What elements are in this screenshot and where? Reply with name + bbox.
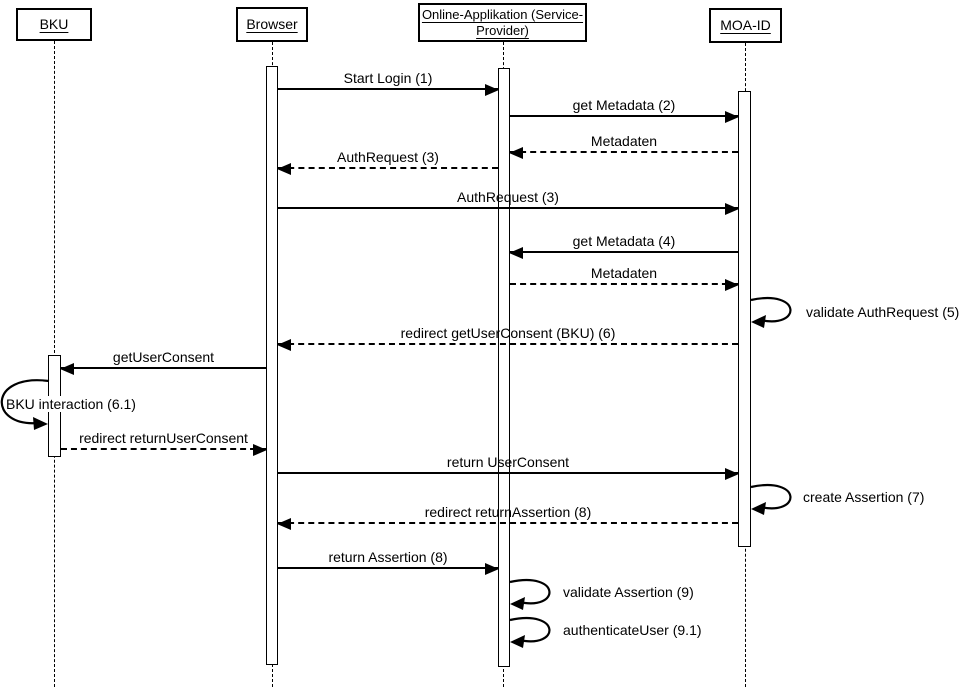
arrowhead-left-icon	[277, 518, 291, 530]
msg-authrequest-return-line	[278, 167, 498, 169]
msg-redirect-getuserconsent-line	[278, 343, 738, 345]
msg-authrequest-forward-label: AuthRequest (3)	[457, 189, 559, 205]
arrowhead-left-icon	[277, 339, 291, 351]
arrowhead-right-icon	[253, 444, 267, 456]
arrowhead-right-icon	[485, 84, 499, 96]
activation-moa-id	[738, 91, 751, 547]
arrowhead-left-icon	[509, 147, 523, 159]
msg-metadaten-return-1-line	[510, 151, 738, 153]
msg-redirect-returnuserconsent-label: redirect returnUserConsent	[79, 430, 248, 446]
arrowhead-right-icon	[725, 203, 739, 215]
msg-redirect-returnassertion: redirect returnAssertion (8)	[277, 502, 738, 530]
msg-metadaten-return-2: Metadaten	[510, 263, 739, 291]
msg-getuserconsent-label: getUserConsent	[112, 349, 215, 365]
actor-bku: BKU	[16, 8, 92, 41]
self-loop-authenticateuser	[509, 617, 551, 648]
msg-validate-authrequest-label: validate AuthRequest (5)	[806, 304, 960, 320]
arrowhead-left-icon	[277, 163, 291, 175]
arrowhead-left-icon	[510, 635, 525, 648]
msg-metadaten-return-1-label: Metadaten	[590, 133, 658, 149]
arrowhead-left-icon	[751, 502, 766, 515]
self-loop-create-assertion	[750, 484, 792, 515]
msg-get-metadata-2: get Metadata (2)	[510, 95, 739, 123]
msg-metadaten-return-2-line	[510, 283, 738, 285]
actor-moa-id-label: MOA-ID	[720, 17, 771, 33]
msg-get-metadata-4-line	[510, 251, 738, 253]
self-loop-validate-authrequest	[750, 297, 792, 328]
arrowhead-right-icon	[725, 279, 739, 291]
msg-redirect-getuserconsent-label: redirect getUserConsent (BKU) (6)	[400, 325, 616, 341]
actor-online-applikation: Online-Applikation (Service- Provider)	[418, 3, 587, 42]
arrowhead-right-icon	[33, 417, 48, 430]
msg-start-login-line	[278, 88, 498, 90]
msg-authrequest-forward-line	[278, 207, 738, 209]
arrowhead-left-icon	[509, 247, 523, 259]
msg-return-userconsent: return UserConsent	[278, 452, 739, 480]
actor-online-applikation-label-line2: Provider)	[476, 22, 529, 38]
arrowhead-left-icon	[751, 315, 766, 328]
msg-redirect-returnuserconsent: redirect returnUserConsent	[61, 428, 267, 456]
msg-get-metadata-4: get Metadata (4)	[509, 231, 738, 259]
msg-create-assertion-label: create Assertion (7)	[803, 489, 925, 505]
msg-get-metadata-4-label: get Metadata (4)	[572, 233, 676, 249]
msg-start-login: Start Login (1)	[278, 68, 499, 96]
actor-browser: Browser	[236, 7, 308, 42]
msg-authrequest-return: AuthRequest (3)	[277, 147, 498, 175]
actor-moa-id: MOA-ID	[709, 8, 782, 43]
arrowhead-right-icon	[485, 563, 499, 575]
msg-get-metadata-2-label: get Metadata (2)	[572, 97, 676, 113]
activation-browser	[266, 66, 278, 665]
msg-metadaten-return-1: Metadaten	[509, 131, 738, 159]
activation-online-applikation	[498, 68, 510, 667]
actor-bku-label: BKU	[39, 16, 69, 32]
actor-browser-label: Browser	[246, 16, 298, 32]
msg-redirect-returnassertion-label: redirect returnAssertion (8)	[424, 504, 592, 520]
msg-authenticateuser-label: authenticateUser (9.1)	[563, 622, 702, 638]
self-loop-validate-assertion	[509, 579, 551, 610]
arrowhead-right-icon	[725, 111, 739, 123]
msg-return-assertion-label: return Assertion (8)	[328, 549, 448, 565]
arrowhead-left-icon	[60, 363, 74, 375]
arrowhead-left-icon	[510, 597, 525, 610]
self-loop-bku-interaction	[0, 379, 50, 430]
msg-get-metadata-2-line	[510, 115, 738, 117]
msg-redirect-returnassertion-line	[278, 522, 738, 524]
msg-redirect-getuserconsent: redirect getUserConsent (BKU) (6)	[277, 323, 738, 351]
msg-return-userconsent-label: return UserConsent	[446, 454, 570, 470]
msg-validate-assertion-label: validate Assertion (9)	[563, 584, 694, 600]
msg-return-assertion: return Assertion (8)	[278, 547, 499, 575]
msg-metadaten-return-2-label: Metadaten	[590, 265, 658, 281]
msg-start-login-label: Start Login (1)	[343, 70, 433, 86]
actor-online-applikation-label-line1: Online-Applikation (Service-	[421, 6, 584, 22]
msg-return-assertion-line	[278, 567, 498, 569]
msg-redirect-returnuserconsent-line	[61, 448, 266, 450]
msg-authrequest-return-label: AuthRequest (3)	[337, 149, 439, 165]
msg-getuserconsent: getUserConsent	[60, 347, 266, 375]
msg-getuserconsent-line	[61, 367, 266, 369]
msg-bku-interaction-label: BKU interaction (6.1)	[6, 396, 136, 412]
arrowhead-right-icon	[725, 468, 739, 480]
msg-authrequest-forward: AuthRequest (3)	[278, 187, 739, 215]
msg-return-userconsent-line	[278, 472, 738, 474]
